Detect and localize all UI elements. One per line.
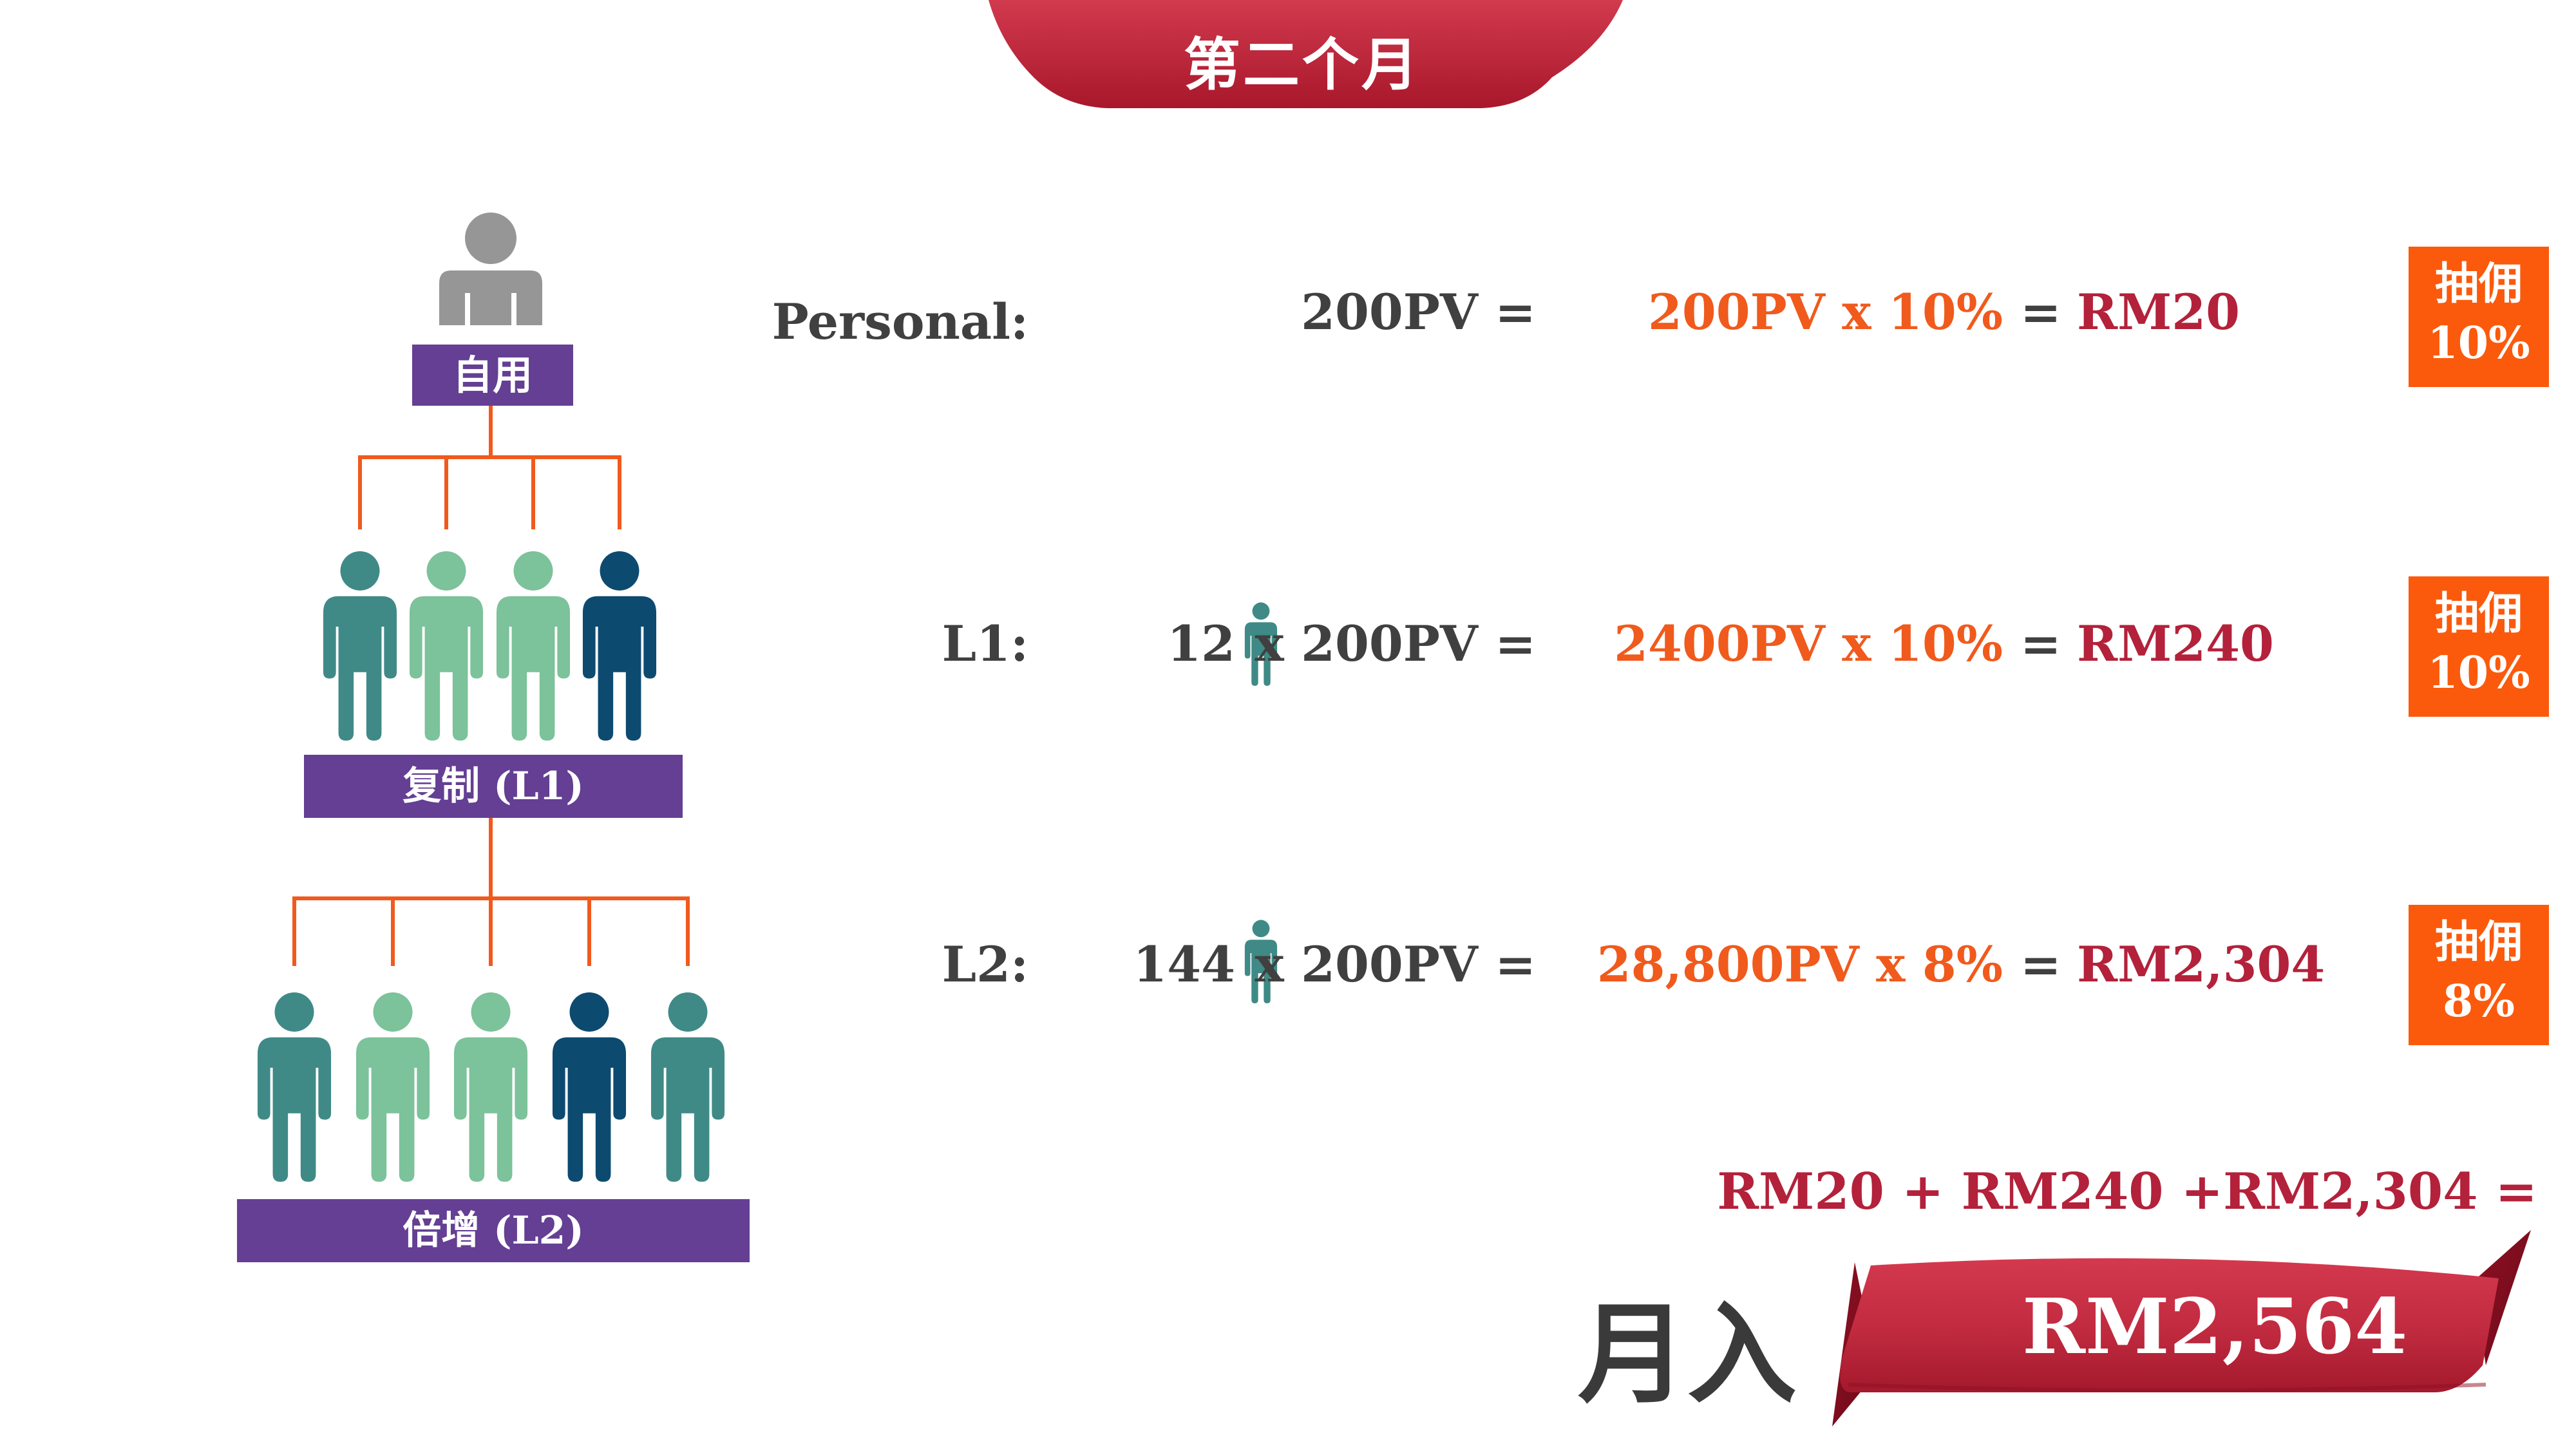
row-l1-base: x 200PV = bbox=[1255, 615, 1536, 672]
row-personal-label: Personal: bbox=[772, 293, 1028, 350]
row-l2-badge: 抽佣 8% bbox=[2409, 905, 2549, 1045]
badge-title: 抽佣 bbox=[2434, 588, 2523, 639]
badge-rate: 8% bbox=[2443, 976, 2515, 1027]
row-l1-count: 12 bbox=[1167, 615, 1235, 672]
monthly-income-label: 月入 bbox=[1578, 1290, 1797, 1419]
l1-people bbox=[323, 551, 657, 741]
row-personal-result: RM20 bbox=[2077, 283, 2240, 341]
row-l1-result: RM240 bbox=[2077, 615, 2274, 672]
row-l1-label: L1: bbox=[942, 615, 1028, 672]
sum-expression: RM20 + RM240 +RM2,304 = bbox=[1717, 1162, 2537, 1221]
total-income: RM2,564 bbox=[2022, 1282, 2408, 1371]
row-l1-equals: = bbox=[2020, 615, 2061, 672]
row-l2-base: x 200PV = bbox=[1255, 936, 1536, 993]
l1-label: 复制 (L1) bbox=[304, 755, 683, 818]
row-l2-label: L2: bbox=[942, 936, 1028, 993]
row-personal-badge: 抽佣 10% bbox=[2409, 247, 2549, 387]
total-ribbon bbox=[1832, 1230, 2531, 1426]
row-l2-result: RM2,304 bbox=[2077, 936, 2325, 993]
row-personal-calc: 200PV x 10% bbox=[1648, 283, 2003, 341]
l2-people bbox=[257, 992, 725, 1182]
row-personal-equals: = bbox=[2020, 283, 2061, 341]
badge-title: 抽佣 bbox=[2434, 258, 2523, 310]
row-l1-badge: 抽佣 10% bbox=[2409, 576, 2549, 717]
header-tab bbox=[989, 0, 1623, 108]
page-title: 第二个月 bbox=[1184, 31, 1421, 98]
badge-title: 抽佣 bbox=[2434, 916, 2523, 968]
row-l1-calc: 2400PV x 10% bbox=[1614, 615, 2003, 672]
l2-label: 倍增 (L2) bbox=[237, 1199, 750, 1262]
connectors-l2 bbox=[292, 815, 690, 966]
connectors-l1 bbox=[358, 404, 621, 529]
row-l2-calc: 28,800PV x 8% bbox=[1596, 936, 2003, 993]
row-personal-base: 200PV = bbox=[1301, 283, 1536, 341]
badge-rate: 10% bbox=[2427, 647, 2530, 699]
badge-rate: 10% bbox=[2427, 317, 2530, 369]
row-l2-count: 144 bbox=[1133, 936, 1235, 993]
root-person-icon bbox=[439, 213, 542, 325]
row-l2-equals: = bbox=[2020, 936, 2061, 993]
root-label: 自用 bbox=[412, 345, 573, 406]
